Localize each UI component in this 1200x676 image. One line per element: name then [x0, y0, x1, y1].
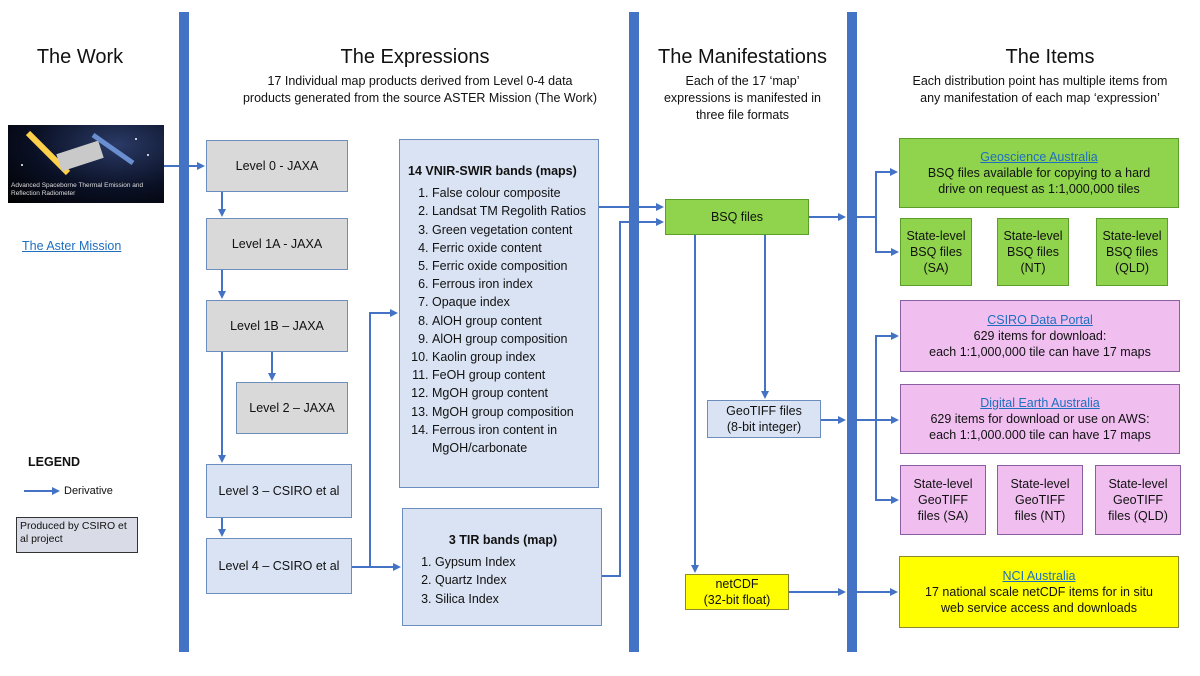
- expressions-subtitle: 17 Individual map products derived from …: [242, 74, 598, 105]
- list-item: AlOH group content: [432, 312, 592, 330]
- list-item: MgOH group composition: [432, 403, 592, 421]
- digital-earth-australia-box: Digital Earth Australia 629 items for do…: [900, 384, 1180, 454]
- vnir-bands-title: 14 VNIR-SWIR bands (maps): [408, 164, 577, 178]
- list-item: AlOH group composition: [432, 330, 592, 348]
- expressions-title: The Expressions: [340, 46, 490, 68]
- arrow-to-bsq-states: [875, 217, 899, 256]
- netcdf-box: netCDF (32-bit float): [685, 574, 789, 610]
- aster-image-caption: Advanced Spaceborne Thermal Emission and…: [11, 182, 144, 197]
- bsq-state-qld-box: State-level BSQ files (QLD): [1096, 218, 1168, 286]
- nci-australia-box: NCI Australia 17 national scale netCDF i…: [899, 556, 1179, 628]
- level-1a-box: Level 1A - JAXA: [206, 218, 348, 270]
- list-item: Ferric oxide composition: [432, 257, 592, 275]
- satellite-icon: [21, 130, 149, 176]
- legend-title: LEGEND: [28, 455, 81, 469]
- list-item: MgOH group content: [432, 384, 592, 402]
- list-item: FeOH group content: [432, 366, 592, 384]
- tir-bands-list: Gypsum Index Quartz Index Silica Index: [411, 553, 595, 608]
- list-item: Ferric oxide content: [432, 239, 592, 257]
- bsq-files-box: BSQ files: [665, 199, 809, 235]
- separator-bar-1: [179, 12, 189, 652]
- geotiff-state-sa-box: State-level GeoTIFF files (SA): [900, 465, 986, 535]
- level-0-box: Level 0 - JAXA: [206, 140, 348, 192]
- csiro-data-portal-link[interactable]: CSIRO Data Portal: [987, 313, 1093, 327]
- csiro-data-portal-box: CSIRO Data Portal 629 items for download…: [900, 300, 1180, 372]
- separator-bar-2: [629, 12, 639, 652]
- list-item: Quartz Index: [435, 571, 595, 589]
- level-3-box: Level 3 – CSIRO et al: [206, 464, 352, 518]
- tir-bands-title: 3 TIR bands (map): [448, 533, 558, 547]
- list-item: Ferrous iron content in MgOH/carbonate: [432, 421, 592, 457]
- legend-derivative-label: Derivative: [64, 485, 113, 497]
- vnir-bands-list: False colour composite Landsat TM Regoli…: [408, 184, 592, 457]
- list-item: False colour composite: [432, 184, 592, 202]
- legend-produced-box: Produced by CSIRO et al project: [16, 517, 138, 553]
- level-4-box: Level 4 – CSIRO et al: [206, 538, 352, 594]
- digital-earth-australia-link[interactable]: Digital Earth Australia: [980, 396, 1100, 410]
- separator-bar-3: [847, 12, 857, 652]
- aster-satellite-image: Advanced Spaceborne Thermal Emission and…: [8, 125, 164, 203]
- arrow-level4-to-vnir: [352, 309, 398, 568]
- bsq-state-nt-box: State-level BSQ files (NT): [997, 218, 1069, 286]
- arrow-tir-to-bsq: [602, 218, 664, 577]
- geoscience-australia-link[interactable]: Geoscience Australia: [980, 150, 1098, 164]
- list-item: Kaolin group index: [432, 348, 592, 366]
- items-title: The Items: [1005, 46, 1095, 68]
- geotiff-state-nt-box: State-level GeoTIFF files (NT): [997, 465, 1083, 535]
- arrow-to-geoscience: [857, 168, 898, 218]
- manifestations-subtitle: Each of the 17 ‘map’ expressions is mani…: [663, 74, 822, 122]
- items-subtitle: Each distribution point has multiple ite…: [912, 74, 1168, 105]
- arrow-to-geotiff-states: [875, 420, 899, 504]
- list-item: Ferrous iron index: [432, 275, 592, 293]
- geoscience-australia-box: Geoscience Australia BSQ files available…: [899, 138, 1179, 208]
- level-2-box: Level 2 – JAXA: [236, 382, 348, 434]
- nci-australia-link[interactable]: NCI Australia: [1002, 569, 1076, 583]
- geotiff-state-qld-box: State-level GeoTIFF files (QLD): [1095, 465, 1181, 535]
- work-title: The Work: [36, 46, 124, 68]
- bsq-state-sa-box: State-level BSQ files (SA): [900, 218, 972, 286]
- arrow-to-csiro: [857, 332, 899, 421]
- list-item: Landsat TM Regolith Ratios: [432, 202, 592, 220]
- list-item: Opaque index: [432, 293, 592, 311]
- vnir-bands-box: 14 VNIR-SWIR bands (maps) False colour c…: [399, 139, 599, 488]
- geotiff-files-box: GeoTIFF files (8-bit integer): [707, 400, 821, 438]
- list-item: Green vegetation content: [432, 221, 592, 239]
- tir-bands-box: 3 TIR bands (map) Gypsum Index Quartz In…: [402, 508, 602, 626]
- list-item: Silica Index: [435, 590, 595, 608]
- list-item: Gypsum Index: [435, 553, 595, 571]
- level-1b-box: Level 1B – JAXA: [206, 300, 348, 352]
- aster-mission-link[interactable]: The Aster Mission: [22, 239, 122, 253]
- manifestations-title: The Manifestations: [658, 46, 827, 68]
